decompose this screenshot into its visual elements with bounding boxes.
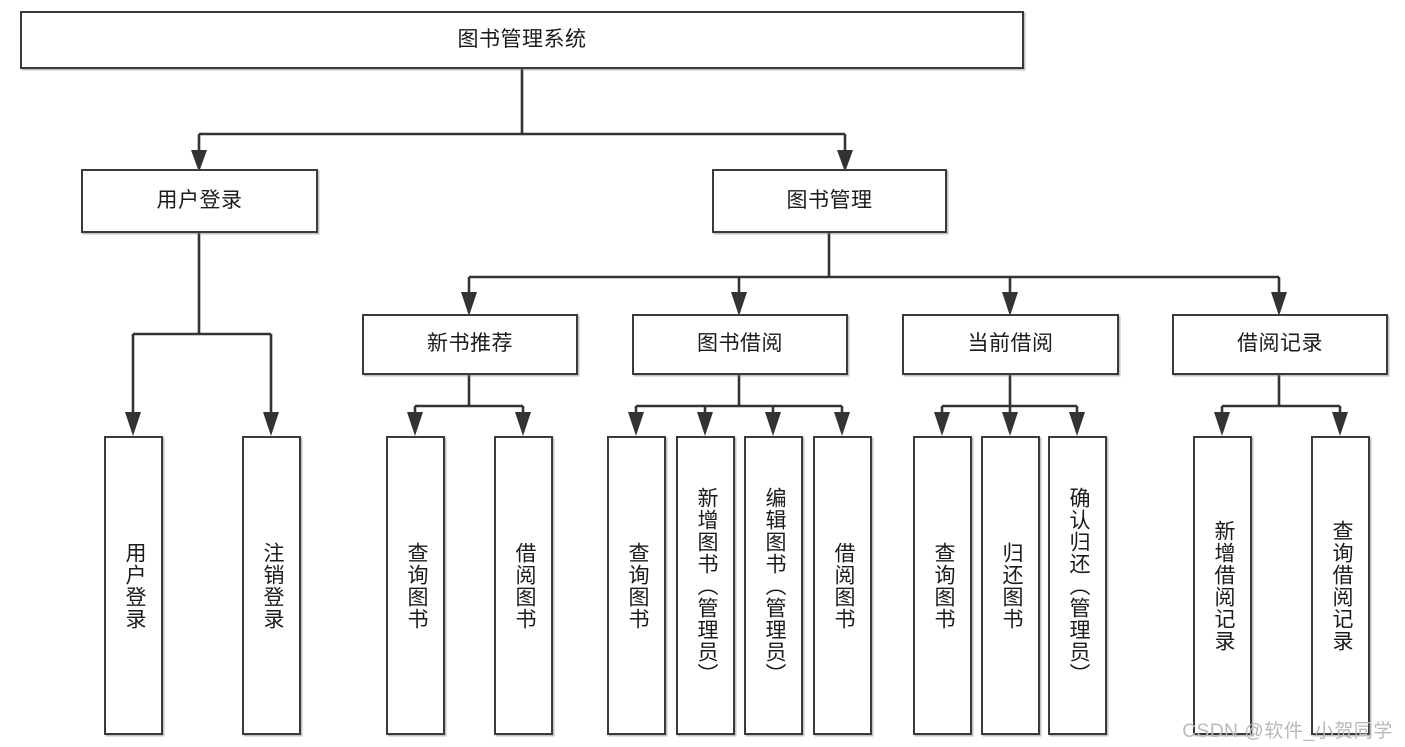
node-new-book-rec-label: 新书推荐 — [427, 332, 513, 356]
node-leaf-edit-book-label: 编辑图书（管理员） — [762, 486, 786, 685]
node-leaf-query-record-label: 查询借阅记录 — [1329, 519, 1353, 652]
node-leaf-borrow-book-1[interactable]: 借阅图书 — [494, 436, 553, 735]
node-leaf-borrow-book-1-label: 借阅图书 — [512, 541, 536, 630]
node-leaf-return-book[interactable]: 归还图书 — [981, 436, 1040, 735]
node-current-borrow[interactable]: 当前借阅 — [902, 314, 1119, 375]
node-user-login-label: 用户登录 — [156, 188, 243, 212]
node-current-borrow-label: 当前借阅 — [967, 332, 1054, 356]
node-leaf-query-book-3-label: 查询图书 — [931, 541, 955, 630]
node-leaf-user-login-label: 用户登录 — [122, 541, 146, 630]
node-leaf-add-record-label: 新增借阅记录 — [1211, 519, 1235, 652]
node-leaf-logout-login[interactable]: 注销登录 — [242, 436, 301, 735]
node-leaf-borrow-book-2[interactable]: 借阅图书 — [813, 436, 872, 735]
node-leaf-query-record[interactable]: 查询借阅记录 — [1311, 436, 1370, 735]
node-book-manage-label: 图书管理 — [786, 188, 873, 212]
node-book-manage[interactable]: 图书管理 — [712, 169, 947, 233]
node-leaf-query-book-1[interactable]: 查询图书 — [386, 436, 445, 735]
csdn-watermark: CSDN @软件_小贺同学 — [1182, 721, 1393, 742]
node-leaf-user-login[interactable]: 用户登录 — [104, 436, 163, 735]
node-leaf-borrow-book-2-label: 借阅图书 — [831, 541, 855, 630]
node-leaf-query-book-2[interactable]: 查询图书 — [607, 436, 666, 735]
node-borrow-record-label: 借阅记录 — [1237, 332, 1323, 356]
node-user-login[interactable]: 用户登录 — [81, 169, 318, 233]
node-leaf-confirm-return-label: 确认归还（管理员） — [1066, 486, 1090, 685]
node-leaf-add-record[interactable]: 新增借阅记录 — [1193, 436, 1252, 735]
node-book-borrow-label: 图书借阅 — [697, 332, 783, 356]
node-leaf-logout-login-label: 注销登录 — [260, 541, 284, 630]
node-new-book-rec[interactable]: 新书推荐 — [362, 314, 578, 375]
node-borrow-record[interactable]: 借阅记录 — [1172, 314, 1388, 375]
node-leaf-add-book-label: 新增图书（管理员） — [694, 486, 718, 685]
node-leaf-query-book-2-label: 查询图书 — [625, 541, 649, 630]
node-leaf-confirm-return[interactable]: 确认归还（管理员） — [1048, 436, 1107, 735]
node-leaf-add-book[interactable]: 新增图书（管理员） — [676, 436, 735, 735]
node-leaf-return-book-label: 归还图书 — [999, 541, 1023, 630]
node-root[interactable]: 图书管理系统 — [20, 11, 1024, 69]
node-root-label: 图书管理系统 — [457, 27, 587, 51]
node-leaf-query-book-1-label: 查询图书 — [404, 541, 428, 630]
node-book-borrow[interactable]: 图书借阅 — [632, 314, 848, 375]
node-leaf-query-book-3[interactable]: 查询图书 — [913, 436, 972, 735]
node-leaf-edit-book[interactable]: 编辑图书（管理员） — [744, 436, 803, 735]
